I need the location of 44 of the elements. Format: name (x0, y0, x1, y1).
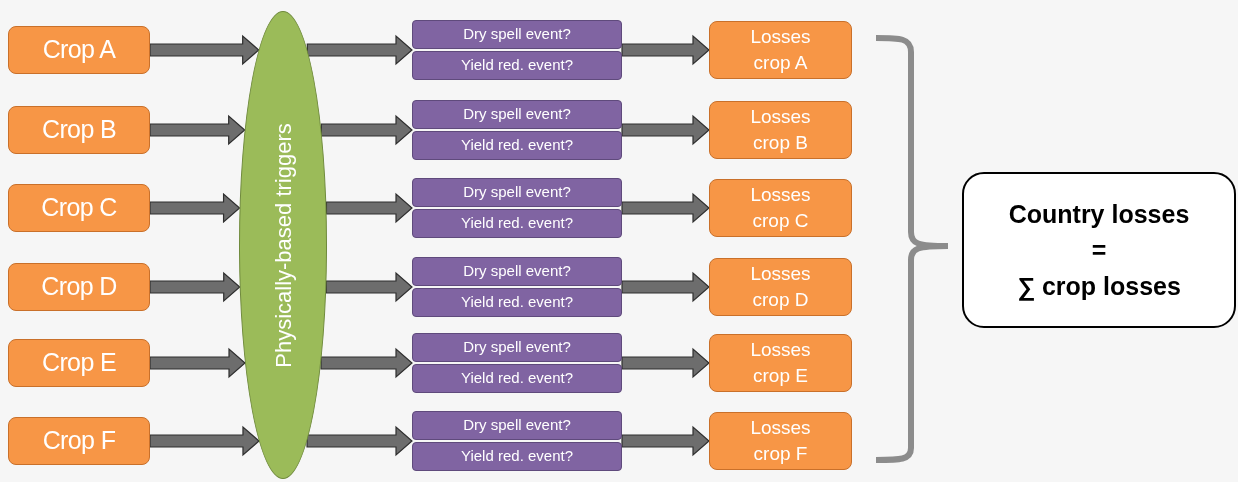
block-arrow (621, 271, 710, 303)
block-arrow (149, 425, 260, 457)
total-box: Country losses = ∑ crop losses (962, 172, 1236, 328)
losses-box: Losses crop B (709, 101, 852, 159)
crop-box: Crop D (8, 263, 150, 311)
crop-box: Crop E (8, 339, 150, 387)
trigger-ellipse: Physically-based triggers (239, 11, 327, 479)
event-question-box: Yield red. event? (412, 51, 622, 80)
losses-box: Losses crop E (709, 334, 852, 392)
losses-box: Losses crop A (709, 21, 852, 79)
block-arrow (621, 34, 710, 66)
event-question-box: Dry spell event? (412, 178, 622, 207)
block-arrow (621, 114, 710, 146)
block-arrow (306, 34, 413, 66)
event-question-box: Dry spell event? (412, 257, 622, 286)
block-arrow (149, 271, 241, 303)
block-arrow (325, 271, 413, 303)
event-question-box: Yield red. event? (412, 442, 622, 471)
block-arrow (320, 347, 413, 379)
event-question-box: Dry spell event? (412, 411, 622, 440)
block-arrow (149, 192, 241, 224)
event-question-box: Dry spell event? (412, 100, 622, 129)
block-arrow (320, 114, 413, 146)
event-question-box: Yield red. event? (412, 131, 622, 160)
losses-box: Losses crop C (709, 179, 852, 237)
block-arrow (621, 347, 710, 379)
event-question-box: Yield red. event? (412, 364, 622, 393)
block-arrow (306, 425, 413, 457)
block-arrow (149, 34, 260, 66)
crop-box: Crop A (8, 26, 150, 74)
event-question-box: Yield red. event? (412, 209, 622, 238)
event-question-box: Yield red. event? (412, 288, 622, 317)
event-question-box: Dry spell event? (412, 20, 622, 49)
event-question-box: Dry spell event? (412, 333, 622, 362)
block-arrow (325, 192, 413, 224)
block-arrow (621, 192, 710, 224)
block-arrow (621, 425, 710, 457)
crop-box: Crop B (8, 106, 150, 154)
block-arrow (149, 114, 246, 146)
losses-box: Losses crop F (709, 412, 852, 470)
block-arrow (149, 347, 246, 379)
losses-box: Losses crop D (709, 258, 852, 316)
crop-box: Crop F (8, 417, 150, 465)
crop-box: Crop C (8, 184, 150, 232)
